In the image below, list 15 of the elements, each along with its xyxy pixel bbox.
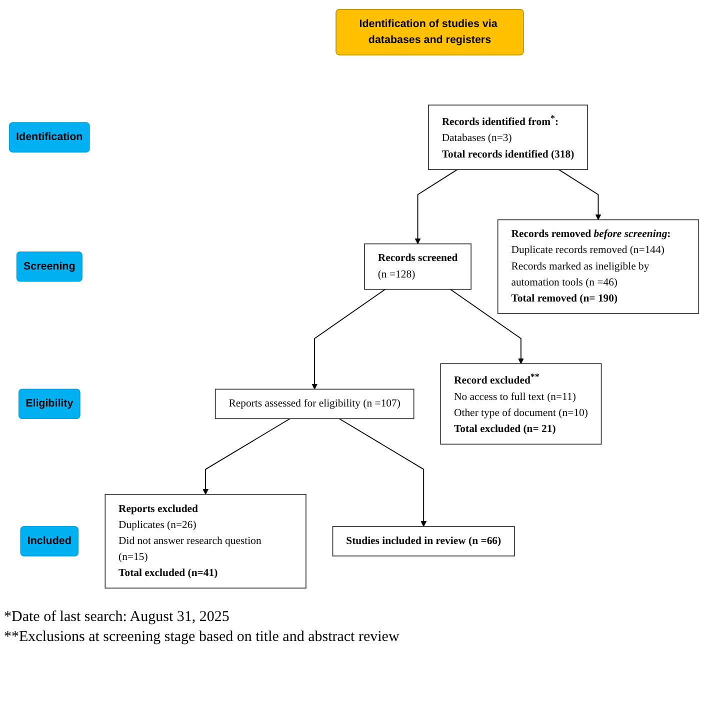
node-box: Records screened (n =128) [364,243,472,290]
arrow [202,418,290,495]
footnote: **Exclusions at screening stage based on title and abstract review [4,628,400,648]
node-box: Studies included in review (n =66) [332,526,515,556]
arrow [558,169,602,220]
arrow [414,169,458,244]
node-box: Reports excluded Duplicates (n=26) Did not answer research question (n=15) Total excluded (n=41) [104,494,306,589]
node-box: Records identified from$^{*}$: Databases (n=3) Total records identified (318) [428,104,588,170]
node-box: Records removed before screening: Duplicate records removed (n=144) Records marked as ineligible by automation tools (n =46) Total removed (n= 190) [497,219,700,314]
arrow [312,288,386,390]
arrow [338,418,427,527]
footnote: *Date of last search: August 31, 2025 [4,608,230,628]
arrow [450,288,524,364]
node-box: Reports assessed for eligibility (n =107) [214,388,414,420]
node-box: Record excluded$^{**}$ No access to full text (n=11) Other type of document (n=10) Total excluded (n= 21) [440,363,602,445]
